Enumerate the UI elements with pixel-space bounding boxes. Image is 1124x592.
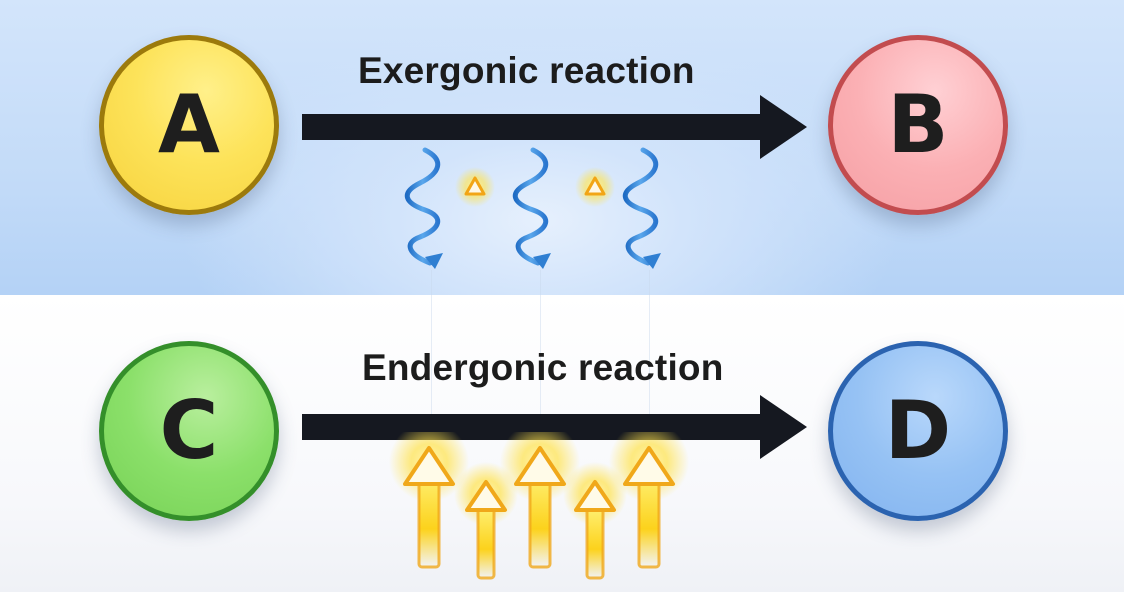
reaction-arrow-icon bbox=[302, 395, 807, 459]
squiggle-arrow-icon bbox=[623, 147, 661, 269]
glowing-up-arrow-icon bbox=[609, 432, 689, 569]
reactant-c-label: C bbox=[159, 384, 219, 477]
glowing-up-arrow-icon bbox=[389, 432, 469, 569]
spark-triangle-icon bbox=[575, 167, 615, 207]
product-b-label: B bbox=[887, 78, 949, 171]
energy-release-group bbox=[405, 147, 661, 269]
product-d-label: D bbox=[884, 384, 952, 477]
squiggle-arrow-icon bbox=[405, 147, 443, 269]
reactant-a-label: A bbox=[158, 78, 220, 171]
reactant-a-node: A bbox=[99, 35, 279, 215]
endergonic-title: Endergonic reaction bbox=[362, 347, 724, 388]
guide-line bbox=[649, 270, 650, 420]
reactant-c-node: C bbox=[99, 341, 279, 521]
glowing-up-arrow-icon bbox=[500, 432, 580, 569]
glowing-up-arrow-icon bbox=[563, 462, 627, 580]
product-b-node: B bbox=[828, 35, 1008, 215]
guide-line bbox=[540, 270, 541, 420]
squiggle-arrow-icon bbox=[513, 147, 551, 269]
reaction-arrow-icon bbox=[302, 95, 807, 159]
energy-input-group bbox=[389, 432, 689, 580]
exergonic-title: Exergonic reaction bbox=[358, 50, 695, 91]
spark-triangle-icon bbox=[455, 167, 495, 207]
product-d-node: D bbox=[828, 341, 1008, 521]
glowing-up-arrow-icon bbox=[454, 462, 518, 580]
guide-line bbox=[431, 270, 432, 420]
